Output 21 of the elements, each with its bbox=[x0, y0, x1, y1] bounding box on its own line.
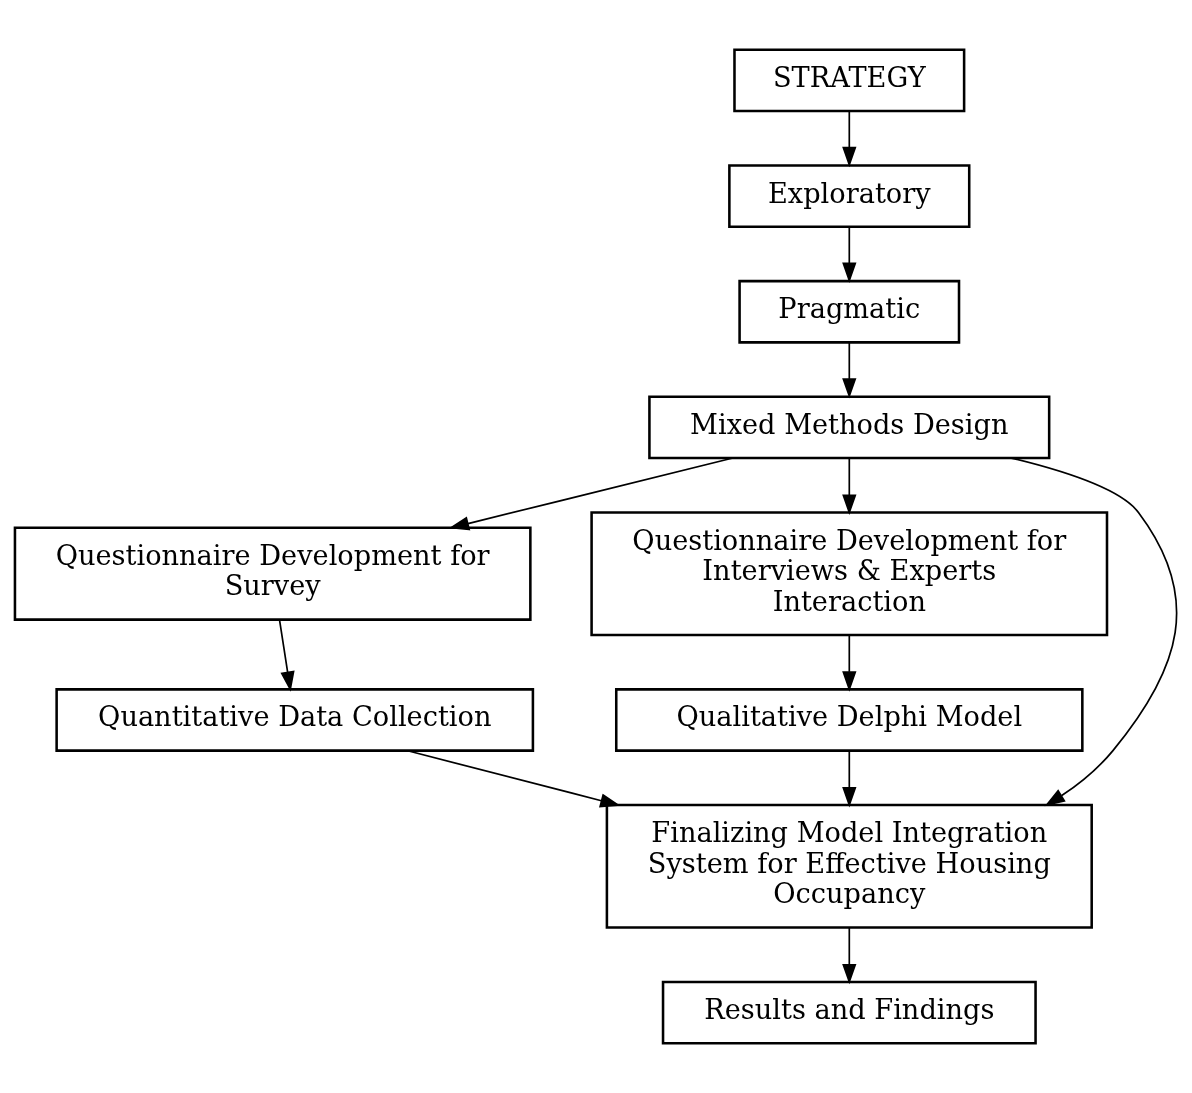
arrow bbox=[842, 226, 857, 283]
arrow bbox=[448, 457, 733, 531]
arrow bbox=[842, 634, 857, 692]
node-box: Quantitative Data Collection bbox=[55, 688, 535, 752]
arrow bbox=[278, 619, 295, 692]
arrow bbox=[842, 750, 857, 808]
arrow bbox=[842, 457, 857, 515]
node-box: Pragmatic bbox=[738, 279, 961, 344]
node-box: Finalizing Model Integration System for Effective Housing Occupancy bbox=[605, 803, 1093, 929]
node-box: Questionnaire Development for Interviews & Experts Interaction bbox=[590, 511, 1109, 637]
arrow bbox=[842, 926, 857, 985]
arrow bbox=[842, 342, 857, 399]
node-box: Questionnaire Development for Survey bbox=[13, 526, 532, 621]
node-box: STRATEGY bbox=[733, 48, 966, 113]
node-box: Mixed Methods Design bbox=[648, 395, 1051, 460]
node-box: Results and Findings bbox=[661, 980, 1037, 1045]
arrow bbox=[406, 749, 621, 808]
node-box: Qualitative Delphi Model bbox=[615, 688, 1084, 752]
node-box: Exploratory bbox=[728, 164, 971, 228]
arrow bbox=[1010, 457, 1178, 807]
arrow bbox=[842, 110, 857, 168]
